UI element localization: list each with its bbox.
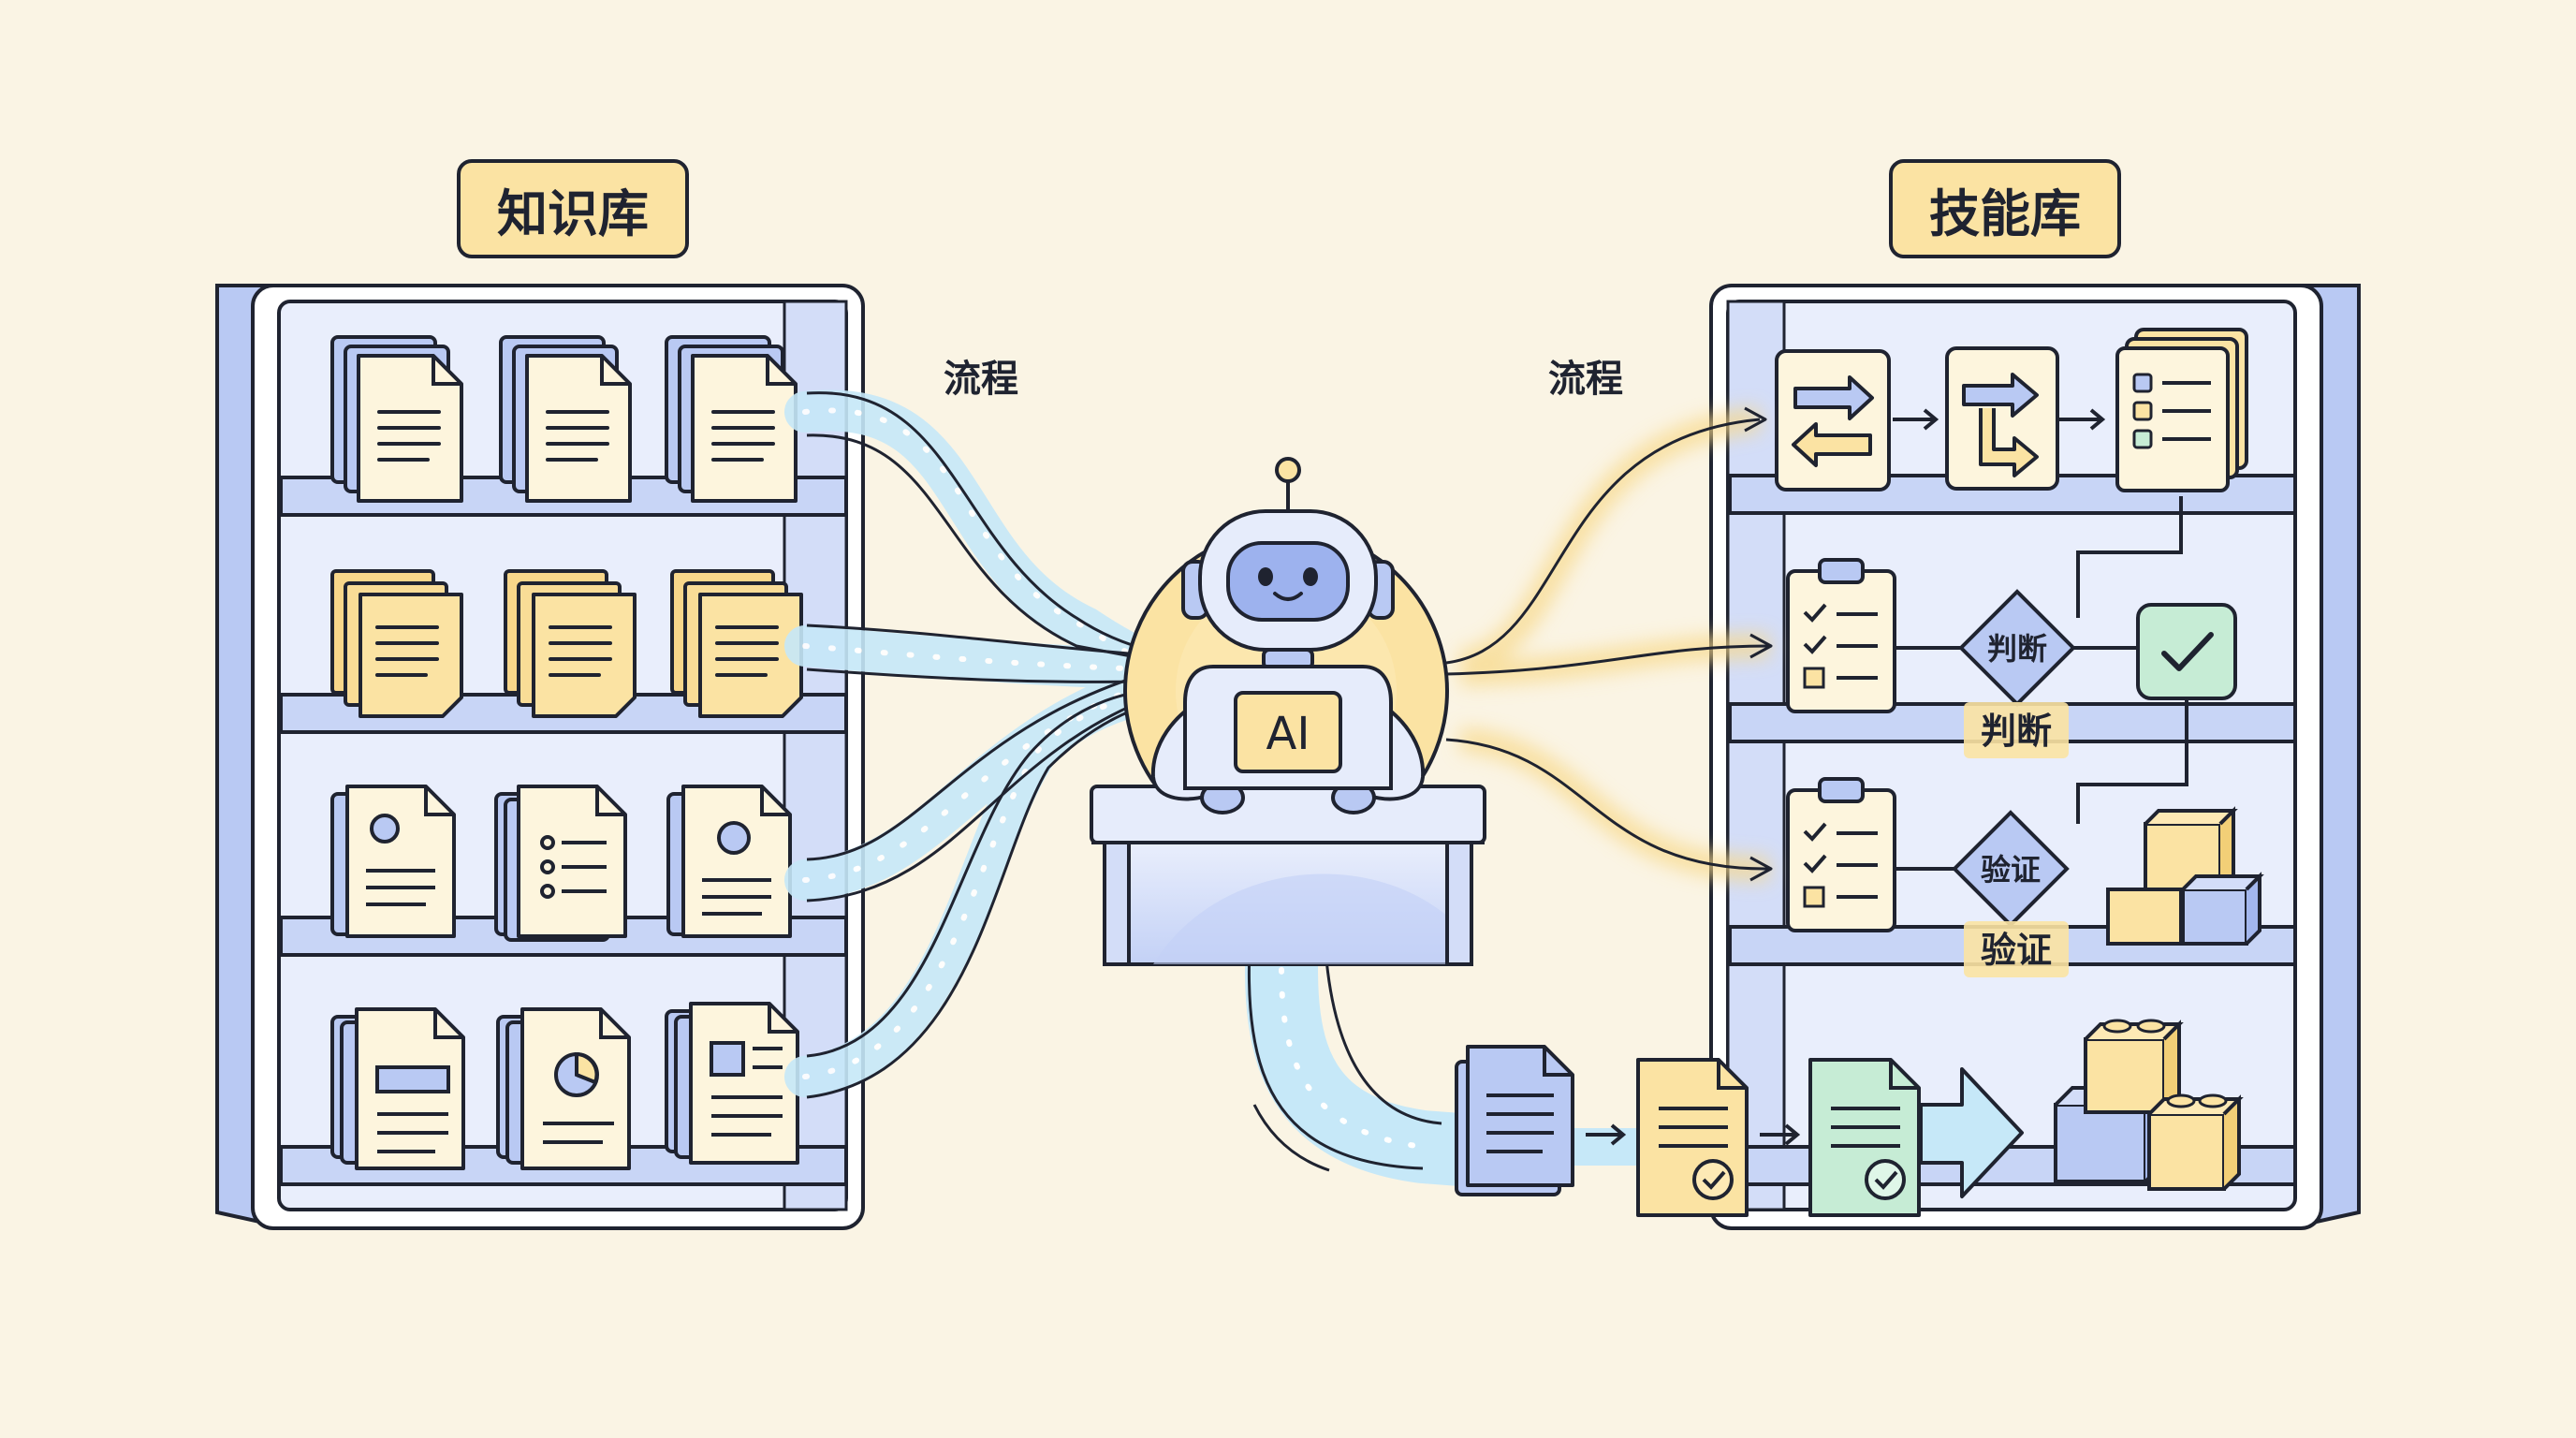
- approved-document-icon: [1636, 1058, 1749, 1217]
- connector-line: [2076, 698, 2188, 824]
- arrow-right-icon: [2059, 408, 2106, 431]
- decision-caption: 判断: [1981, 711, 2052, 752]
- swap-arrows-card-icon: [1775, 349, 1891, 492]
- arrow-right-icon: [1586, 1123, 1627, 1146]
- decision-label: 判断: [1987, 631, 2047, 667]
- list-document-icon: [494, 785, 627, 942]
- flow-line: [806, 391, 1152, 1099]
- lego-blocks-icon: [2054, 1019, 2244, 1191]
- pie-chart-document-icon: [496, 1007, 631, 1170]
- connector-line: [2076, 496, 2183, 618]
- skill-base-title: 技能库: [1889, 159, 2121, 258]
- note-stack-icon: [670, 569, 803, 718]
- blocks-icon: [2106, 806, 2264, 946]
- check-icon: [2136, 603, 2237, 700]
- skill-flow-line: [1445, 406, 1773, 882]
- arrow-right-icon: [1893, 408, 1939, 431]
- note-stack-icon: [330, 569, 463, 718]
- clipboard-checklist-icon: [1786, 558, 1896, 713]
- flow-label-right: 流程: [1548, 358, 1623, 401]
- flow-label-left: 流程: [944, 358, 1018, 401]
- document-stack-icon: [499, 335, 632, 503]
- decision-diamond: 判断: [1958, 589, 2076, 707]
- report-document-icon: [330, 1007, 465, 1170]
- note-stack-icon: [504, 569, 637, 718]
- robot-screen-label: AI: [1266, 708, 1310, 760]
- arrow-right-icon: [1760, 1123, 1801, 1146]
- checklist-stack-icon: [2115, 328, 2248, 492]
- robot: AI: [1150, 457, 1426, 814]
- branch-arrows-card-icon: [1945, 346, 2059, 491]
- caption-background: [1964, 921, 2069, 977]
- caption-background: [1964, 702, 2069, 758]
- desk: [1090, 785, 1486, 966]
- verify-diamond: 验证: [1952, 810, 2070, 928]
- knowledge-base-title: 知识库: [457, 159, 689, 258]
- document-stack-icon: [665, 335, 798, 503]
- output-document-icon: [1455, 1045, 1574, 1196]
- verified-document-icon: [1808, 1058, 1921, 1217]
- document-stack-icon: [330, 335, 463, 503]
- profile-document-icon: [666, 785, 792, 938]
- verify-label: 验证: [1981, 852, 2041, 888]
- report-document-icon: [665, 1002, 799, 1165]
- verify-caption: 验证: [1981, 930, 2052, 971]
- big-arrow-icon: [1919, 1067, 2024, 1198]
- clipboard-checklist-icon: [1786, 777, 1896, 932]
- profile-document-icon: [330, 785, 456, 938]
- knowledge-stream: [784, 389, 1172, 1097]
